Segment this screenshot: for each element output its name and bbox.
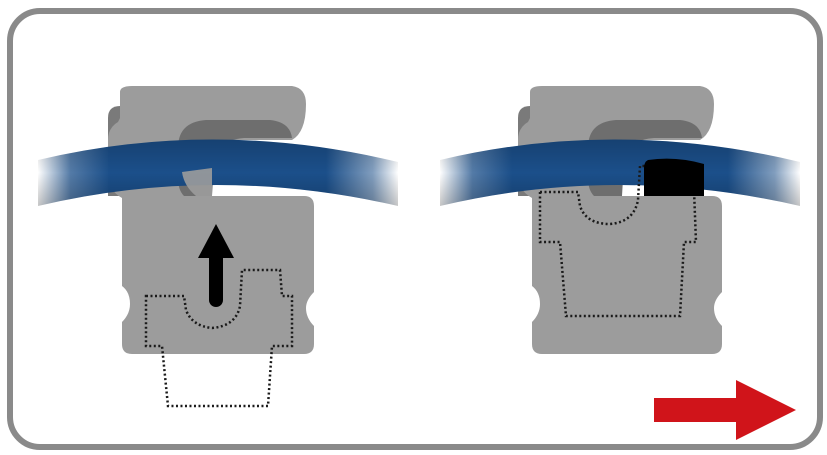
left-tube xyxy=(38,139,398,206)
right-tube xyxy=(440,139,800,206)
direction-arrow-icon xyxy=(654,380,796,440)
right-clip-assembly xyxy=(518,86,722,354)
left-insert-outline xyxy=(144,268,294,408)
left-clip-hook-lip xyxy=(182,168,212,196)
right-insert-outline xyxy=(538,164,698,318)
left-clip-assembly xyxy=(108,86,314,354)
lock-block xyxy=(644,158,704,196)
up-arrow-icon xyxy=(198,224,234,307)
